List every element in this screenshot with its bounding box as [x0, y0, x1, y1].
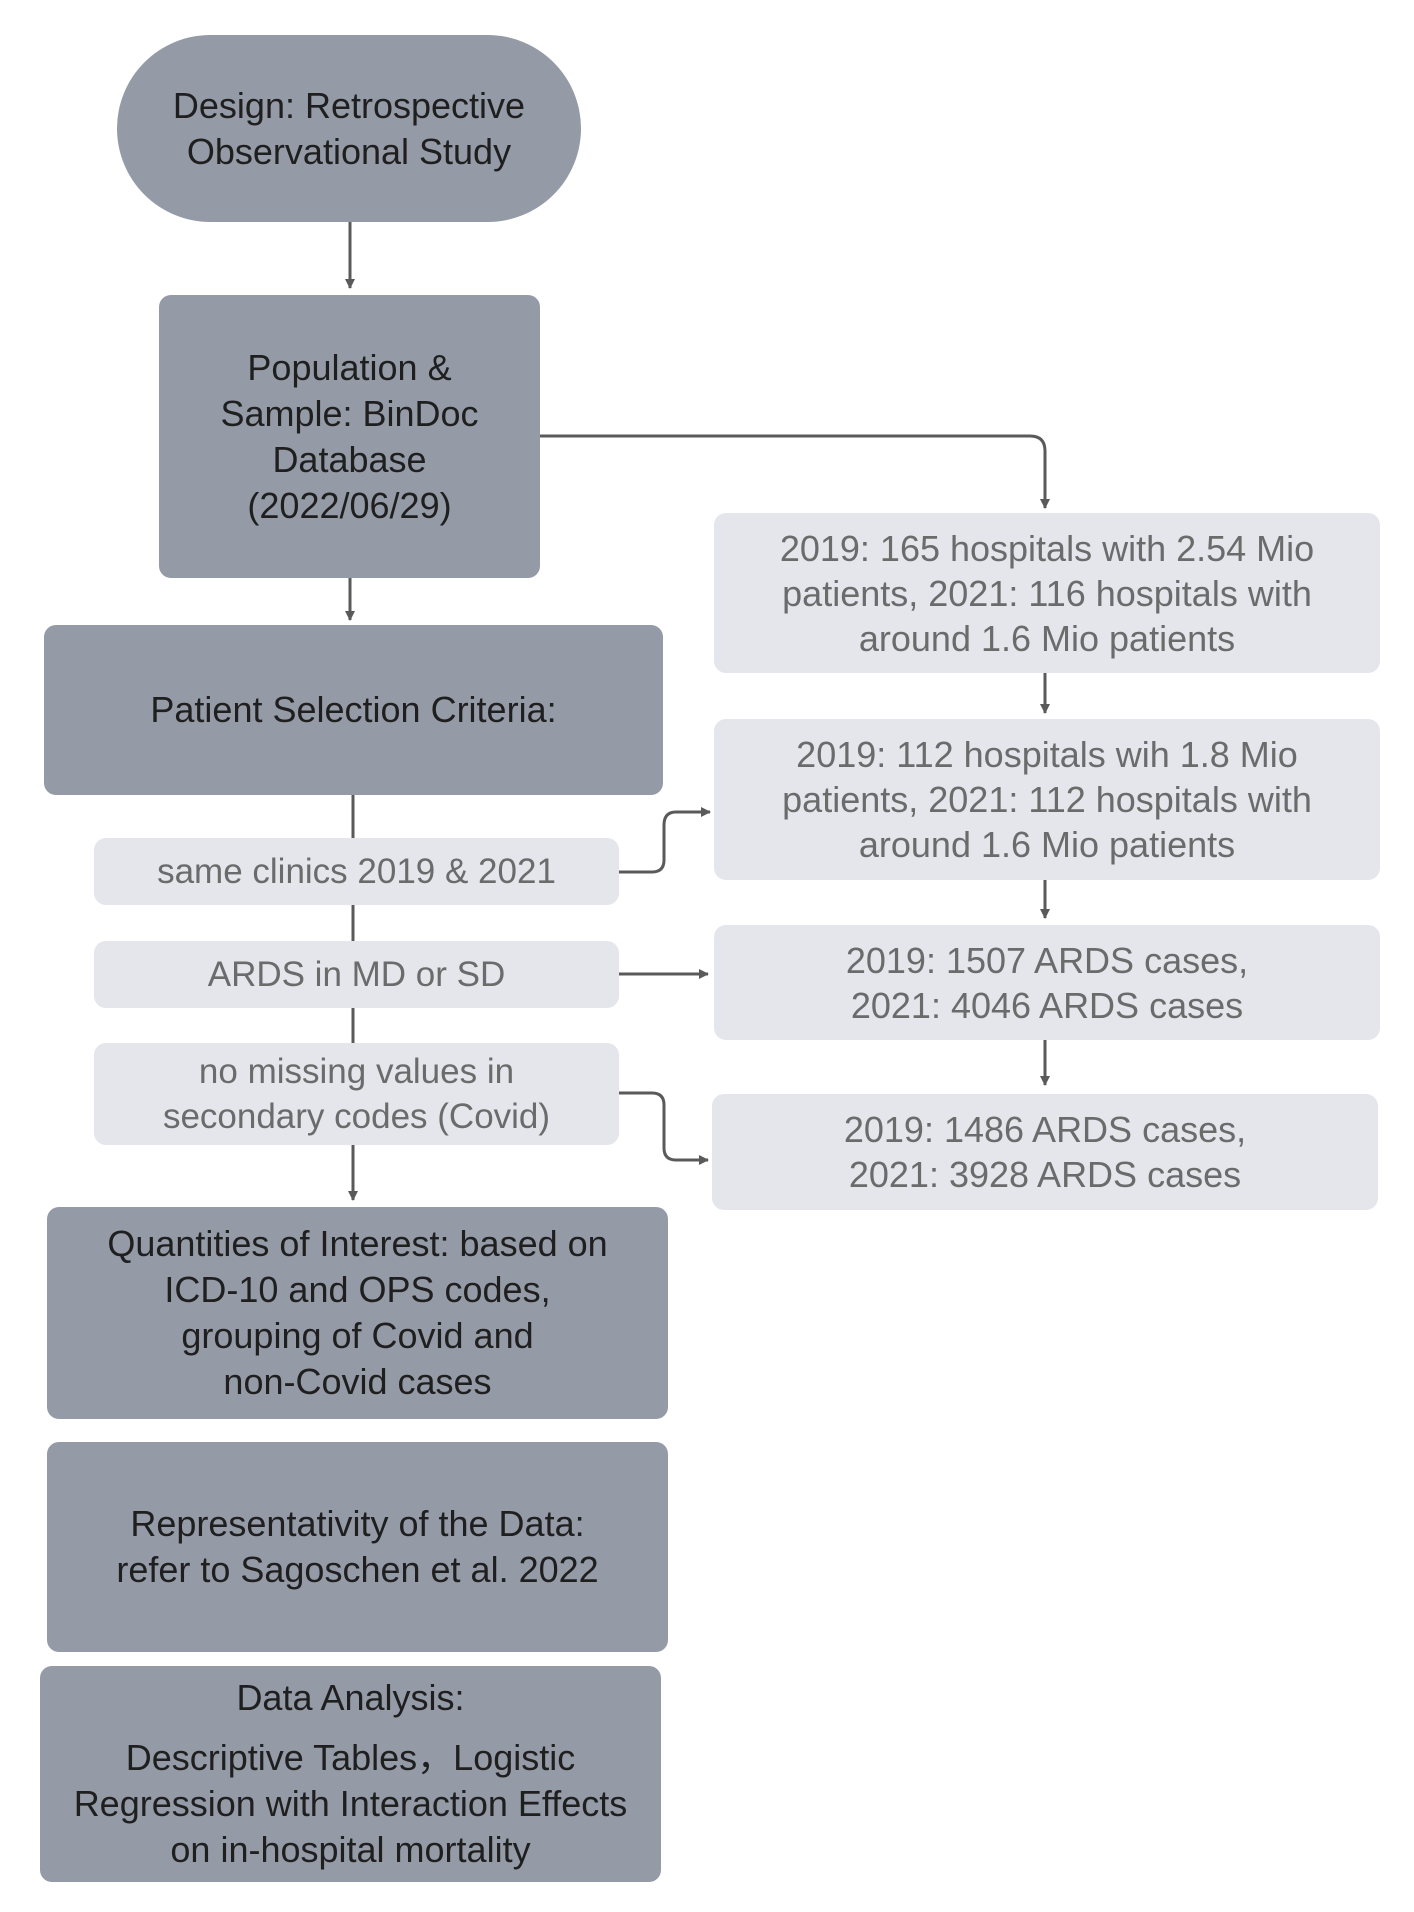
result-node-1: 2019: 165 hospitals with 2.54 Mio patien…	[714, 513, 1380, 673]
edge-clinics-result2	[619, 807, 711, 874]
result-node-3: 2019: 1507 ARDS cases, 2021: 4046 ARDS c…	[714, 925, 1380, 1040]
data-analysis-node: Data Analysis: Descriptive Tables，Logist…	[40, 1666, 661, 1882]
design-node: Design: Retrospective Observational Stud…	[117, 35, 581, 222]
quantities-node: Quantities of Interest: based on ICD-10 …	[47, 1207, 668, 1419]
data-analysis-title: Data Analysis:	[236, 1677, 465, 1718]
representativity-node: Representativity of the Data: refer to S…	[47, 1442, 668, 1652]
criterion-no-missing: no missing values in secondary codes (Co…	[94, 1043, 619, 1145]
result-node-4: 2019: 1486 ARDS cases, 2021: 3928 ARDS c…	[712, 1094, 1378, 1210]
data-analysis-body: Descriptive Tables，Logistic Regression w…	[73, 1737, 628, 1870]
criterion-ards: ARDS in MD or SD	[94, 941, 619, 1008]
patient-selection-node: Patient Selection Criteria:	[44, 625, 663, 795]
result-node-2: 2019: 112 hospitals wih 1.8 Mio patients…	[714, 719, 1380, 880]
criterion-same-clinics: same clinics 2019 & 2021	[94, 838, 619, 905]
edge-missing-result4	[619, 1091, 709, 1165]
edge-population-result1	[540, 434, 1050, 509]
population-node: Population & Sample: BinDoc Database (20…	[159, 295, 540, 578]
